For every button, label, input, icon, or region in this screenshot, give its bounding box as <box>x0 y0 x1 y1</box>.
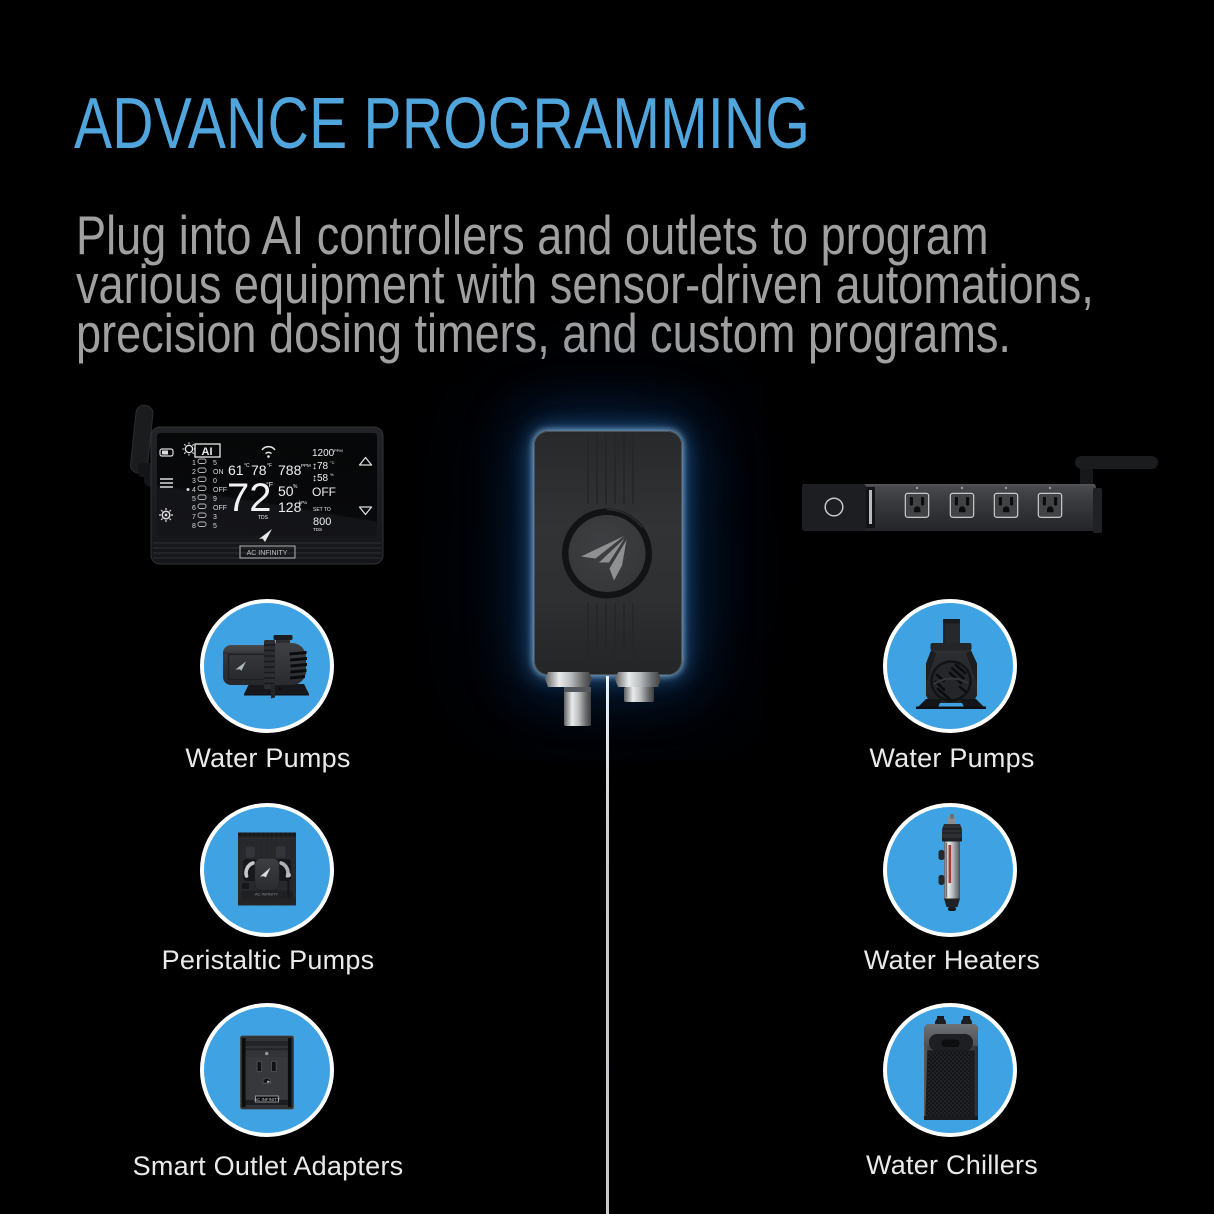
svg-text:AC INFINITY: AC INFINITY <box>254 1097 280 1102</box>
svg-text:5: 5 <box>213 523 217 530</box>
svg-text:↕78: ↕78 <box>312 461 329 472</box>
svg-text:°C: °C <box>330 460 335 465</box>
svg-text:AC INFINITY: AC INFINITY <box>255 892 279 897</box>
svg-text:128: 128 <box>278 499 302 515</box>
svg-text:788: 788 <box>278 462 302 478</box>
svg-text:PPM: PPM <box>301 463 311 468</box>
svg-text:%: % <box>330 472 334 477</box>
svg-text:OFF: OFF <box>312 485 336 499</box>
svg-text:SET TO: SET TO <box>313 507 331 513</box>
svg-text:°F: °F <box>267 463 272 469</box>
svg-text:5: 5 <box>213 460 217 467</box>
svg-text:3: 3 <box>213 514 217 521</box>
svg-text:OFF: OFF <box>213 487 227 494</box>
svg-text:PPM: PPM <box>334 448 343 453</box>
svg-text:0: 0 <box>213 478 217 485</box>
svg-text:OFF: OFF <box>213 505 227 512</box>
svg-text:ON: ON <box>213 469 224 476</box>
svg-text:AC INFINITY: AC INFINITY <box>247 550 288 557</box>
svg-text:°F: °F <box>266 481 273 489</box>
svg-text:3: 3 <box>192 478 196 485</box>
svg-text:5: 5 <box>192 496 196 503</box>
svg-text:kPa: kPa <box>299 500 307 505</box>
svg-text:1: 1 <box>192 460 196 467</box>
svg-text:7: 7 <box>192 514 196 521</box>
svg-text:TDS: TDS <box>258 515 269 521</box>
svg-text:8: 8 <box>192 523 196 530</box>
svg-text:°C: °C <box>244 463 250 469</box>
svg-text:72: 72 <box>227 476 272 520</box>
svg-text:6: 6 <box>192 505 196 512</box>
svg-text:4: 4 <box>192 487 196 494</box>
svg-text:50: 50 <box>278 483 294 499</box>
svg-text:2: 2 <box>192 469 196 476</box>
svg-text:800: 800 <box>313 516 331 528</box>
svg-text:%: % <box>293 484 298 490</box>
svg-text:9: 9 <box>213 496 217 503</box>
svg-text:61: 61 <box>228 462 244 478</box>
svg-text:TDS: TDS <box>313 527 322 532</box>
svg-text:AI: AI <box>202 446 213 458</box>
svg-text:78: 78 <box>251 462 267 478</box>
svg-text:1200: 1200 <box>312 448 335 459</box>
svg-text:↕58: ↕58 <box>312 473 329 484</box>
